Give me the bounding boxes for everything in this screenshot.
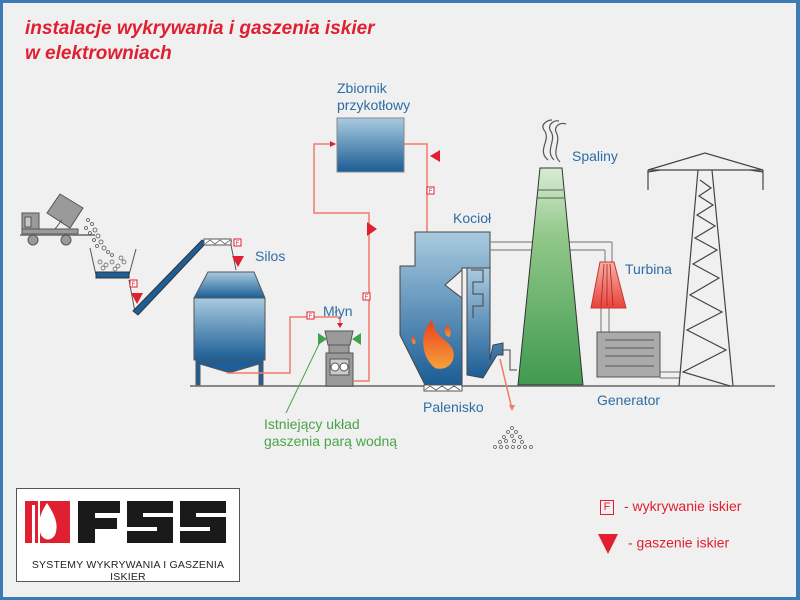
legend-label-detection: - wykrywanie iskier bbox=[624, 498, 742, 514]
svg-text:F: F bbox=[236, 241, 240, 247]
mill-label: Młyn bbox=[323, 303, 353, 319]
existing-system-line-1: Istniejący układ bbox=[264, 416, 360, 432]
generator-icon bbox=[596, 331, 661, 378]
mill-inlet-arrow-icon bbox=[337, 323, 343, 328]
legend-item-detection: F - wykrywanie iskier bbox=[600, 498, 741, 515]
logo-subtitle: SYSTEMY WYKRYWANIA I GASZENIA ISKIER bbox=[31, 559, 225, 583]
generator-label: Generator bbox=[597, 392, 661, 408]
furnace-label: Palenisko bbox=[423, 399, 484, 415]
tank-label: Zbiornik przykotłowy bbox=[337, 80, 410, 114]
fss-logo-mark bbox=[25, 501, 226, 543]
tank-inlet-arrow-icon bbox=[330, 141, 336, 147]
turbine-label: Turbina bbox=[625, 261, 672, 277]
detector-icon: F bbox=[129, 279, 138, 288]
tank-label-line-2: przykotłowy bbox=[337, 97, 411, 113]
boiler-tank bbox=[336, 117, 405, 173]
mill-icon bbox=[318, 330, 361, 387]
ash-pile-icon bbox=[493, 426, 533, 449]
svg-text:F: F bbox=[132, 282, 136, 288]
ash-arrow-icon bbox=[509, 405, 515, 411]
detector-icon: F bbox=[233, 238, 242, 247]
flue-gas-label: Spaliny bbox=[572, 148, 618, 164]
steam-pointer-line bbox=[285, 341, 321, 414]
detector-icon: F bbox=[362, 292, 371, 301]
tank-label-line-1: Zbiornik bbox=[337, 80, 387, 96]
detector-icon: F bbox=[426, 186, 435, 195]
svg-text:F: F bbox=[429, 189, 433, 195]
title-line-2: w elektrowniach bbox=[25, 43, 172, 64]
title-line-1: instalacje wykrywania i gaszenia iskier bbox=[25, 18, 375, 39]
steam-nozzle-right-icon bbox=[352, 333, 361, 345]
fss-logo: SYSTEMY WYKRYWANIA I GASZENIA ISKIER bbox=[16, 488, 240, 583]
svg-text:F: F bbox=[309, 314, 313, 320]
smoke-icon bbox=[542, 119, 567, 163]
svg-text:F: F bbox=[365, 295, 369, 301]
silos-tank bbox=[193, 271, 266, 386]
extinguisher-markers bbox=[131, 150, 440, 304]
spark-system-pipes bbox=[227, 143, 513, 410]
fire-icon bbox=[423, 320, 454, 369]
extinguisher-icon bbox=[232, 256, 244, 267]
extinguisher-icon bbox=[430, 150, 440, 162]
boiler-label: Kocioł bbox=[453, 210, 492, 226]
boiler-icon bbox=[399, 231, 517, 392]
legend-item-extinguishing: - gaszenie iskier bbox=[598, 534, 729, 554]
detector-icon: F bbox=[306, 311, 315, 320]
extinguisher-legend-icon bbox=[598, 534, 618, 554]
silos-label: Silos bbox=[255, 248, 286, 264]
coal-particles-icon bbox=[84, 218, 114, 257]
existing-system-label: Istniejący układ gaszenia parą wodną bbox=[264, 416, 397, 450]
detector-legend-icon: F bbox=[600, 499, 614, 515]
extinguisher-icon bbox=[367, 222, 377, 236]
hopper-icon bbox=[89, 247, 137, 279]
diagram-title: instalacje wykrywania i gaszenia iskier … bbox=[25, 16, 375, 66]
turbine-icon bbox=[590, 261, 627, 309]
legend-label-extinguishing: - gaszenie iskier bbox=[628, 534, 730, 551]
dump-truck-icon bbox=[21, 193, 84, 246]
existing-system-line-2: gaszenia parą wodną bbox=[264, 433, 398, 449]
power-pylon-icon bbox=[647, 152, 764, 387]
chimney-icon bbox=[517, 167, 584, 386]
detector-markers: F F F F F bbox=[129, 186, 435, 320]
steam-nozzle-left-icon bbox=[318, 333, 327, 345]
extinguisher-icon bbox=[131, 293, 143, 304]
inclined-conveyor-icon bbox=[128, 238, 237, 316]
fss-letters bbox=[78, 501, 226, 543]
flame-logo-icon bbox=[25, 501, 70, 543]
